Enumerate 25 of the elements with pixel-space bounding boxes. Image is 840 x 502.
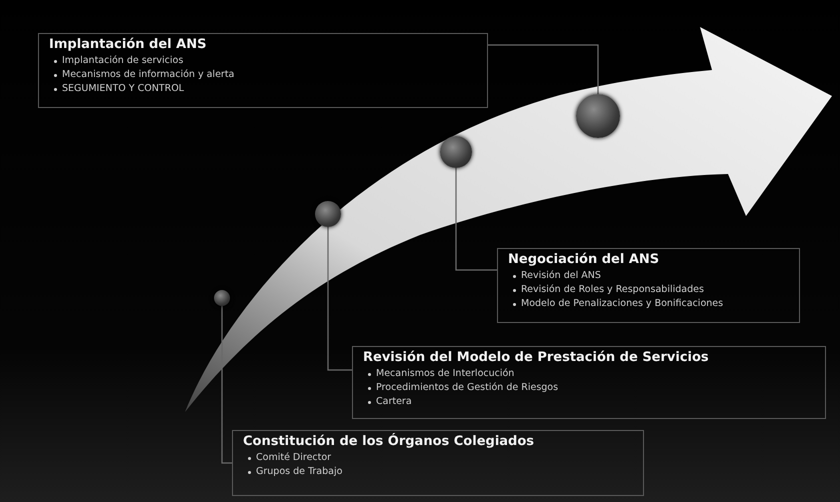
bullet-item: Revisión del ANS xyxy=(521,269,601,283)
bullet-item: SEGUMIENTO Y CONTROL xyxy=(62,82,184,96)
milestone-circle xyxy=(315,201,341,227)
info-box xyxy=(497,248,800,323)
leader-line xyxy=(221,306,232,464)
leader-line xyxy=(455,168,497,271)
bullet-item: Procedimientos de Gestión de Riesgos xyxy=(376,381,558,395)
bullet-item: Cartera xyxy=(376,395,412,409)
bullet-item: Mecanismos de información y alerta xyxy=(62,68,234,82)
info-box xyxy=(232,430,644,496)
bullet-item: Grupos de Trabajo xyxy=(256,465,342,479)
bullet-item: Modelo de Penalizaciones y Bonificaciones xyxy=(521,297,724,311)
box-heading: Implantación del ANS xyxy=(49,37,208,52)
box-heading: Revisión del Modelo de Prestación de Servicios xyxy=(363,350,710,365)
box-heading: Negociación del ANS xyxy=(508,252,660,267)
leader-line xyxy=(488,44,599,94)
info-box xyxy=(38,33,488,108)
bullet-item: Implantación de servicios xyxy=(62,54,184,68)
info-box xyxy=(352,346,826,419)
bullet-item: Revisión de Roles y Responsabilidades xyxy=(521,283,704,297)
leader-line xyxy=(327,227,352,371)
box-heading: Constitución de los Órganos Colegiados xyxy=(243,434,536,449)
milestone-circle xyxy=(214,290,230,306)
bullet-item: Mecanismos de Interlocución xyxy=(376,367,514,381)
bullet-item: Comité Director xyxy=(256,451,332,465)
